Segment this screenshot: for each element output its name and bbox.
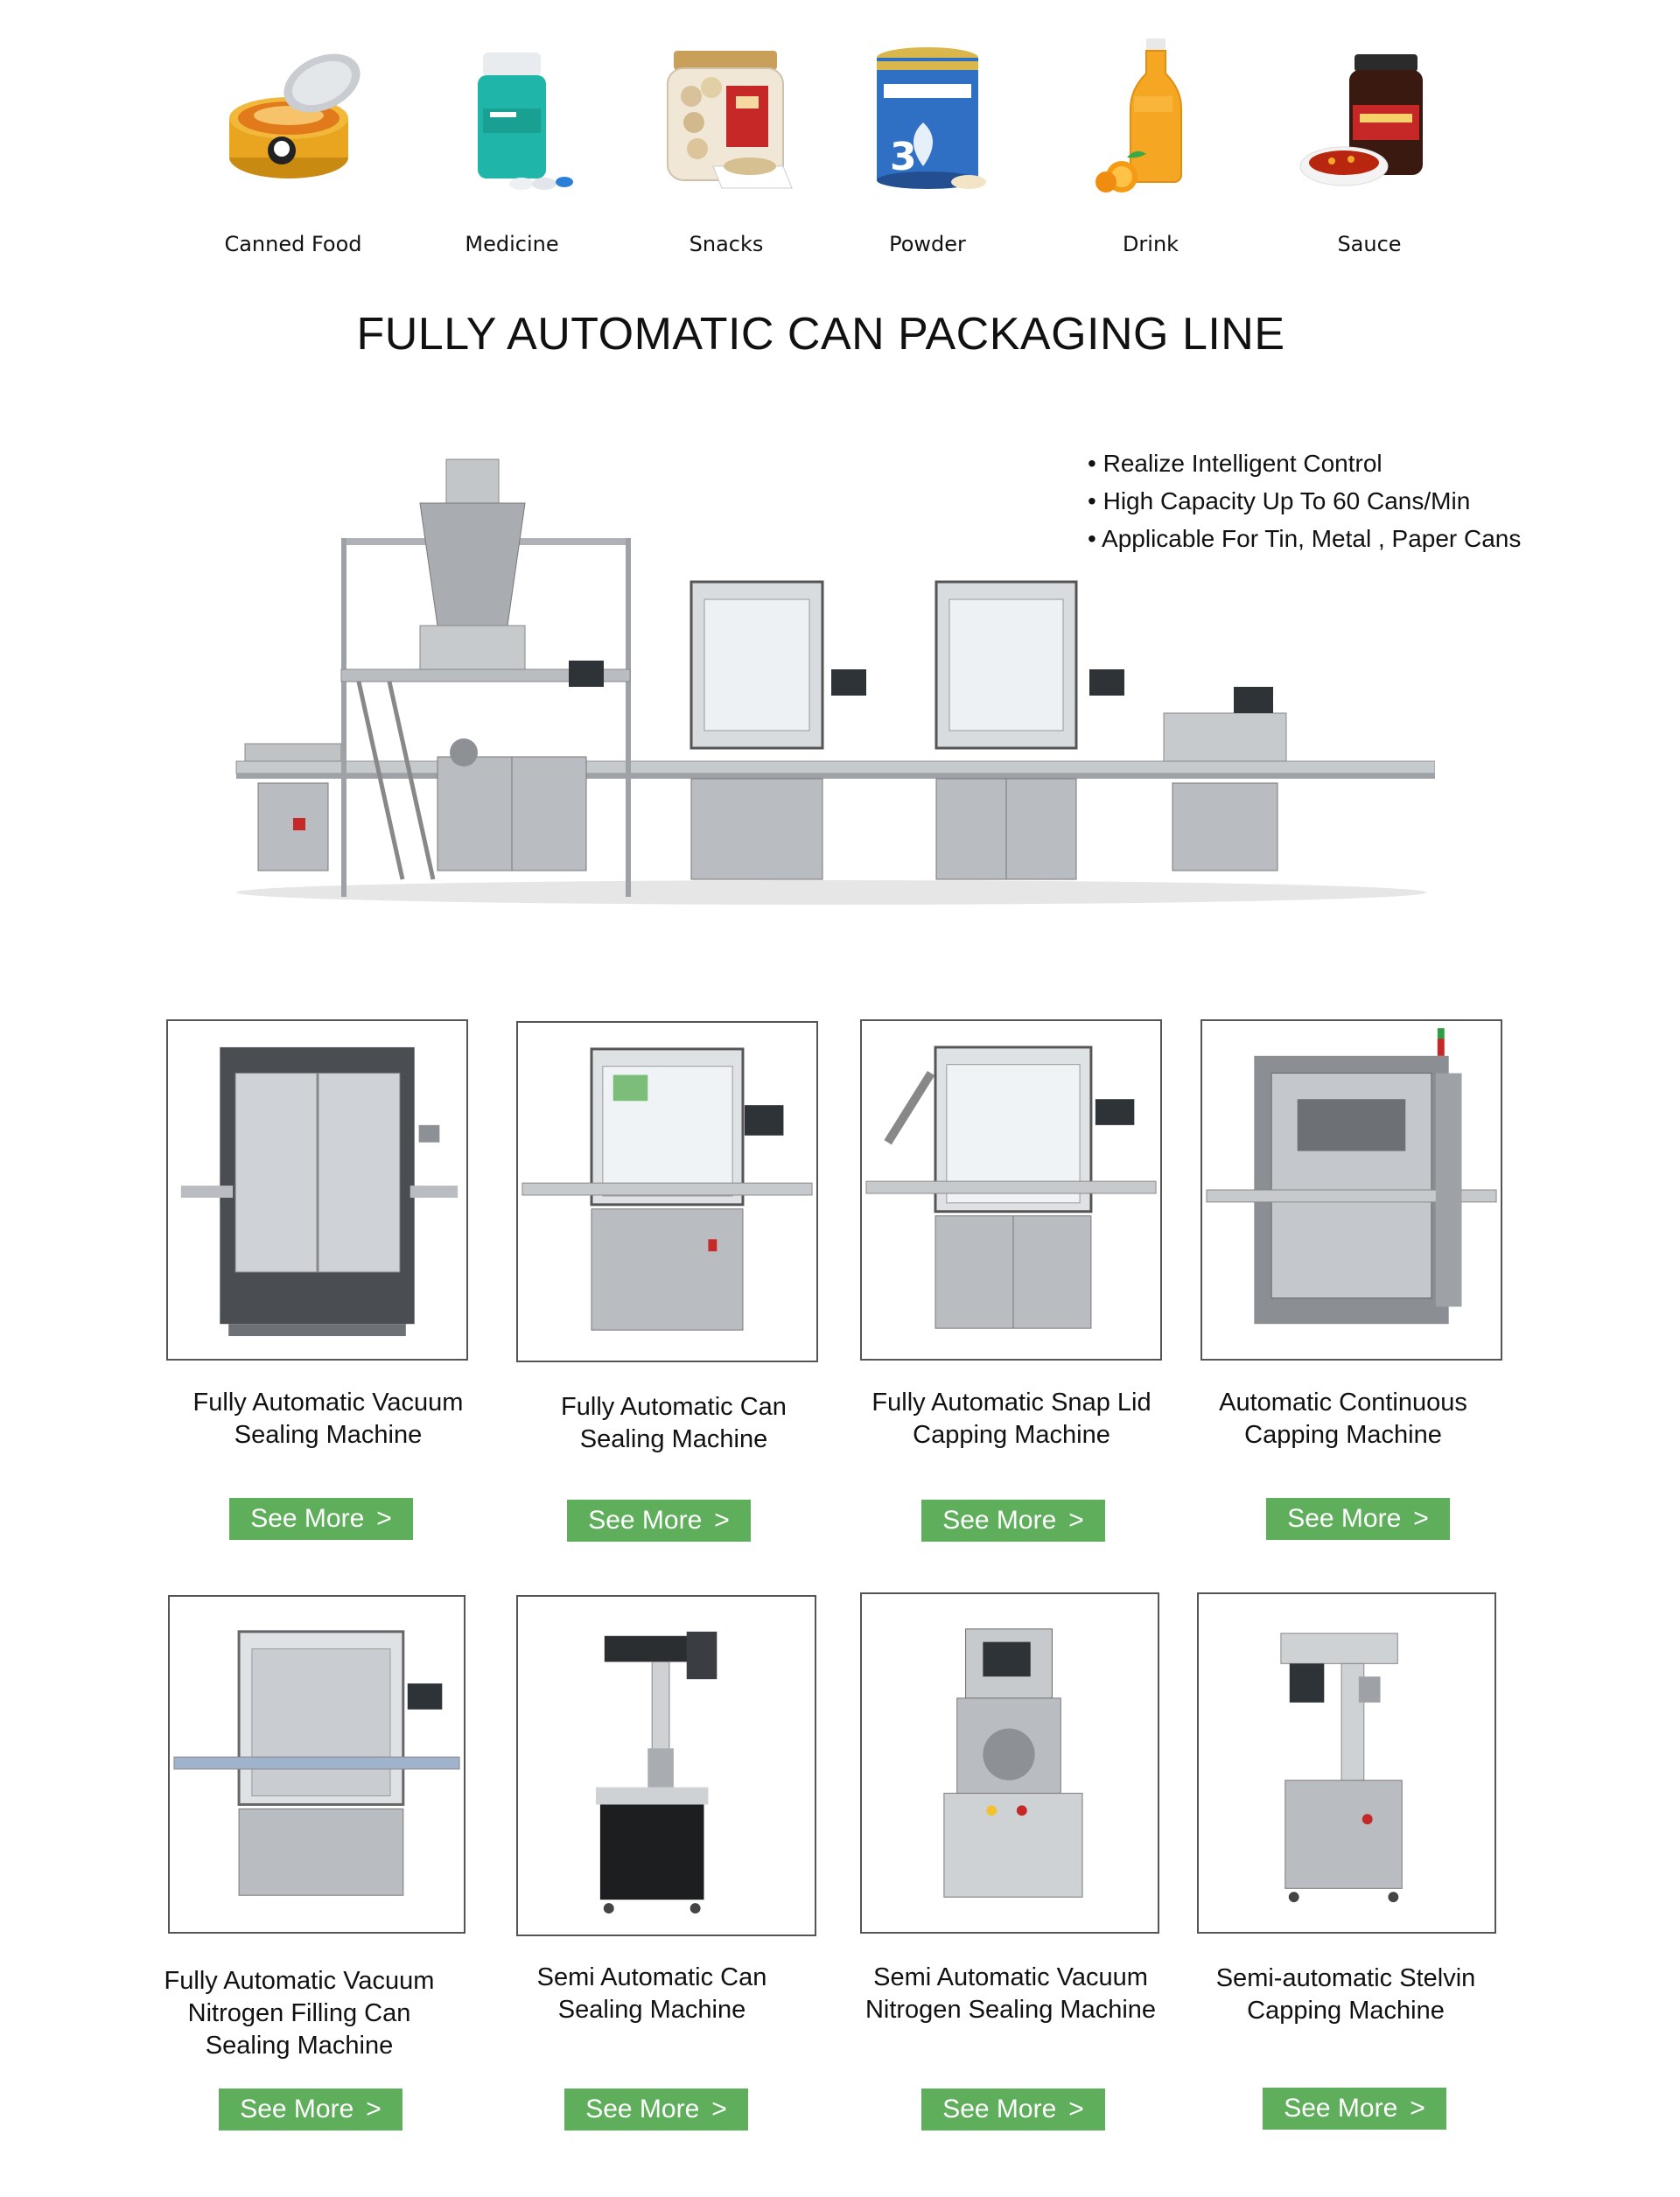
product-card-image[interactable]: [860, 1592, 1159, 1934]
product-title: Fully Automatic Snap Lid Capping Machine: [836, 1387, 1186, 1452]
category-snacks: Snacks: [621, 35, 831, 256]
see-more-button[interactable]: See More >: [1263, 2088, 1446, 2130]
see-more-button[interactable]: See More >: [219, 2089, 402, 2131]
can-sealing-machine-image: [522, 1047, 813, 1331]
button-label: See More: [240, 2095, 354, 2124]
product-title: Semi Automatic Vacuum Nitrogen Sealing M…: [836, 1962, 1186, 2026]
juice-bottle-icon: [1076, 35, 1225, 197]
category-drink: Drink: [1046, 35, 1256, 256]
category-powder: 3 Powder: [822, 35, 1032, 256]
feature-list: Realize Intelligent Control High Capacit…: [1088, 444, 1521, 557]
chevron-right-icon: >: [1410, 2094, 1425, 2123]
category-sauce: Sauce: [1264, 35, 1474, 256]
see-more-button[interactable]: See More >: [1266, 1498, 1450, 1540]
product-card-image[interactable]: [166, 1019, 468, 1361]
button-label: See More: [942, 2095, 1057, 2124]
chevron-right-icon: >: [366, 2095, 382, 2124]
semi-auto-vacuum-nitrogen-machine-image: [943, 1628, 1083, 1898]
category-label: Powder: [889, 232, 966, 256]
button-label: See More: [585, 2095, 700, 2124]
product-title-line: Capping Machine: [1247, 1997, 1445, 2025]
category-label: Medicine: [465, 232, 559, 256]
product-title-line: Fully Automatic Snap Lid: [872, 1389, 1152, 1417]
product-title-line: Semi Automatic Can: [536, 1963, 767, 1991]
chevron-right-icon: >: [1413, 1504, 1429, 1533]
chevron-right-icon: >: [714, 1506, 730, 1535]
product-card-image[interactable]: [516, 1595, 816, 1936]
see-more-button[interactable]: See More >: [921, 2089, 1105, 2131]
product-title-line: Automatic Continuous: [1219, 1389, 1467, 1417]
see-more-button[interactable]: See More >: [564, 2089, 748, 2131]
packaging-line-image: [228, 451, 1436, 923]
product-title-line: Fully Automatic Vacuum: [192, 1389, 464, 1417]
category-label: Sauce: [1337, 232, 1402, 256]
product-title-line: Capping Machine: [913, 1421, 1110, 1449]
snap-lid-capping-machine-image: [865, 1046, 1157, 1329]
feature-item: Applicable For Tin, Metal , Paper Cans: [1088, 520, 1521, 557]
snack-jar-icon: [652, 35, 801, 197]
product-title-line: Capping Machine: [1244, 1421, 1442, 1449]
product-title-line: Semi Automatic Vacuum: [873, 1963, 1148, 1991]
continuous-capping-machine-image: [1206, 1028, 1497, 1325]
category-label: Snacks: [689, 232, 764, 256]
stelvin-capping-machine-image: [1280, 1633, 1403, 1903]
see-more-button[interactable]: See More >: [229, 1498, 413, 1540]
button-label: See More: [250, 1504, 365, 1533]
chevron-right-icon: >: [1068, 1506, 1084, 1535]
product-card-image[interactable]: [1200, 1019, 1502, 1361]
see-more-button[interactable]: See More >: [921, 1500, 1105, 1542]
product-title-line: Sealing Machine: [205, 2032, 394, 2060]
chevron-right-icon: >: [376, 1504, 392, 1533]
medicine-bottle-icon: [438, 35, 586, 197]
see-more-button[interactable]: See More >: [567, 1500, 751, 1542]
category-medicine: Medicine: [407, 35, 617, 256]
product-title: Fully Automatic Vacuum Nitrogen Filling …: [124, 1965, 474, 2062]
product-title: Fully Automatic Vacuum Sealing Machine: [153, 1387, 503, 1452]
category-canned-food: Canned Food: [188, 35, 398, 256]
product-title: Semi Automatic Can Sealing Machine: [477, 1962, 827, 2026]
sauce-jar-icon: [1295, 35, 1444, 197]
product-title-line: Sealing Machine: [234, 1421, 423, 1449]
product-title-line: Fully Automatic Can: [561, 1393, 787, 1421]
product-title: Fully Automatic Can Sealing Machine: [499, 1391, 849, 1456]
nitrogen-filling-sealing-machine-image: [173, 1630, 460, 1896]
feature-item: High Capacity Up To 60 Cans/Min: [1088, 482, 1521, 520]
product-card-image[interactable]: [168, 1595, 466, 1934]
product-title: Automatic Continuous Capping Machine: [1168, 1387, 1518, 1452]
product-card-image[interactable]: [516, 1021, 818, 1362]
feature-item: Realize Intelligent Control: [1088, 444, 1521, 482]
chevron-right-icon: >: [1068, 2095, 1084, 2124]
button-label: See More: [1284, 2094, 1398, 2123]
product-title-line: Nitrogen Filling Can: [187, 1999, 411, 2027]
vacuum-sealing-machine-image: [180, 1046, 458, 1337]
button-label: See More: [588, 1506, 703, 1535]
page-title: FULLY AUTOMATIC CAN PACKAGING LINE: [356, 309, 1285, 360]
canned-food-icon: [219, 35, 368, 197]
category-label: Drink: [1122, 232, 1180, 256]
product-title-line: Semi-automatic Stelvin: [1215, 1964, 1476, 1992]
product-title: Semi-automatic Stelvin Capping Machine: [1171, 1963, 1521, 2027]
category-label: Canned Food: [224, 232, 362, 256]
product-title-line: Fully Automatic Vacuum: [164, 1967, 435, 1995]
product-title-line: Sealing Machine: [557, 1996, 746, 2024]
product-title-line: Sealing Machine: [579, 1425, 768, 1453]
chevron-right-icon: >: [711, 2095, 727, 2124]
milk-powder-can-icon: 3: [853, 35, 1002, 197]
semi-auto-can-sealing-machine-image: [595, 1631, 718, 1914]
product-card-image[interactable]: [1197, 1592, 1496, 1934]
button-label: See More: [1287, 1504, 1402, 1533]
button-label: See More: [942, 1506, 1057, 1535]
product-title-line: Nitrogen Sealing Machine: [864, 1996, 1157, 2024]
product-card-image[interactable]: [860, 1019, 1162, 1361]
